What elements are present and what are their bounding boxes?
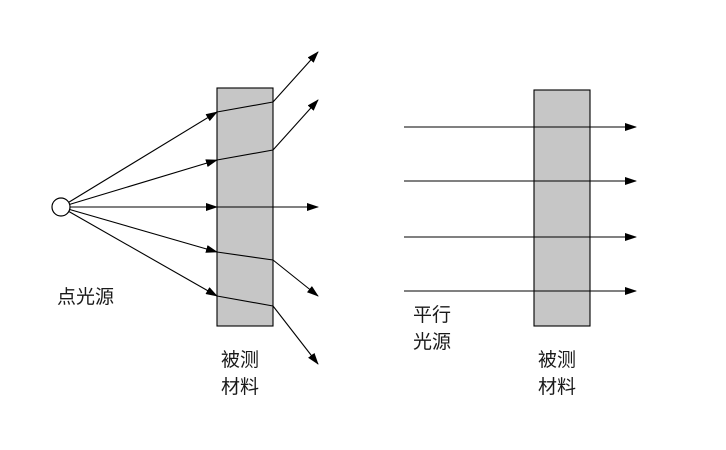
point-source-icon: [51, 197, 71, 217]
ray-1-incident: [60, 111, 218, 208]
ray-2-inside: [216, 149, 274, 161]
sample-block-right: [533, 89, 591, 327]
sample-label-left-line2: 材料: [221, 376, 259, 398]
ray-4-incident: [60, 206, 218, 253]
sample-label-right-line2: 材料: [538, 376, 576, 398]
ray-2: [60, 99, 319, 208]
parallel-source-label-line1: 平行: [413, 304, 451, 326]
ray-1-inside: [216, 101, 274, 113]
sample-label-left-line1: 被测: [221, 349, 259, 371]
ray-2-exit: [272, 99, 319, 151]
ray-5-inside: [216, 295, 274, 307]
parallel-source-panel: 平行 光源 被测 材料: [404, 89, 637, 398]
point-source-label: 点光源: [57, 286, 114, 308]
ray-4-exit: [272, 259, 319, 297]
ray-2-incident: [60, 159, 218, 208]
parallel-source-label-line2: 光源: [413, 331, 451, 353]
ray-5: [60, 206, 319, 365]
point-source-panel: 点光源 被测 材料: [51, 51, 319, 398]
ray-1: [60, 51, 319, 208]
sample-label-right-line1: 被测: [538, 349, 576, 371]
ray-5-incident: [60, 206, 218, 297]
ray-1-exit: [272, 51, 319, 103]
ray-4-inside: [216, 251, 274, 261]
ray-4: [60, 206, 319, 297]
ray-5-exit: [272, 305, 319, 365]
